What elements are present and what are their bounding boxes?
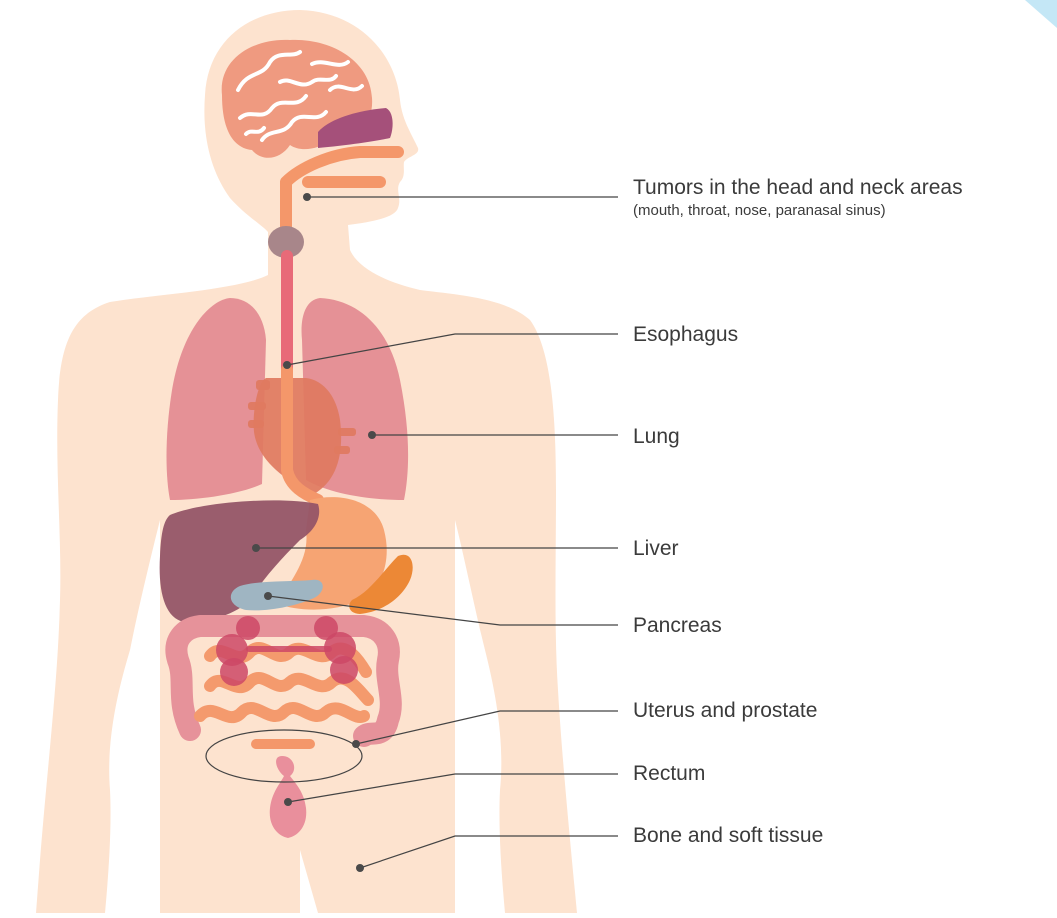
label-head-neck-subtitle: (mouth, throat, nose, paranasal sinus): [633, 202, 886, 220]
anchor-dot-lung: [368, 431, 376, 439]
label-uterus-prostate: Uterus and prostate: [633, 699, 817, 723]
anchor-dot-uterus-prostate: [352, 740, 360, 748]
anchor-dot-head-neck: [303, 193, 311, 201]
label-pancreas: Pancreas: [633, 614, 722, 638]
label-liver: Liver: [633, 537, 679, 561]
anchor-dot-rectum: [284, 798, 292, 806]
label-lung: Lung: [633, 425, 680, 449]
label-head-neck: Tumors in the head and neck areas: [633, 176, 963, 200]
label-bone-soft-tissue: Bone and soft tissue: [633, 824, 823, 848]
anchor-dot-liver: [252, 544, 260, 552]
anchor-dot-pancreas: [264, 592, 272, 600]
label-esophagus: Esophagus: [633, 323, 738, 347]
corner-accent: [1025, 0, 1057, 28]
label-rectum: Rectum: [633, 762, 705, 786]
anchor-dot-esophagus: [283, 361, 291, 369]
anchor-dot-bone-soft-tissue: [356, 864, 364, 872]
